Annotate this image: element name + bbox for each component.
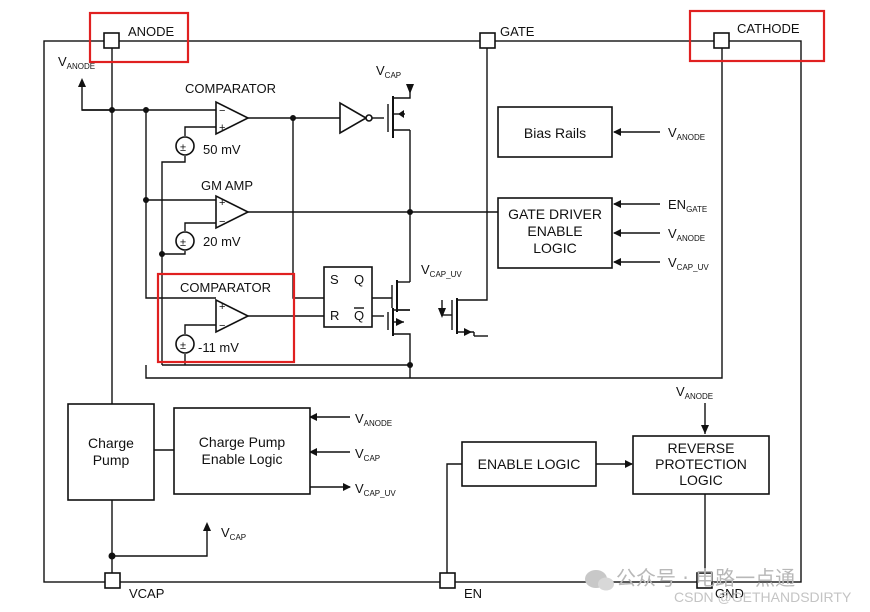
offset-20mv: 20 mV — [203, 234, 241, 249]
comparator-1-label: COMPARATOR — [185, 81, 276, 96]
cathode-highlight — [688, 9, 826, 63]
en-pin — [439, 572, 456, 589]
vcap-label-cp: VCAP — [355, 446, 380, 463]
vcap-pin-label: VCAP — [129, 586, 164, 601]
vcap-uv-label-cp: VCAP_UV — [355, 481, 396, 498]
offset-50mv: 50 mV — [203, 142, 241, 157]
nmos-mid-icon — [391, 280, 410, 312]
vanode-label-bias: VANODE — [668, 125, 705, 142]
pmos-top-icon — [387, 96, 411, 138]
anode-pin — [103, 32, 120, 49]
junction-dots — [108, 107, 413, 560]
source-50mv-icon — [175, 136, 195, 156]
vcap-label-bottom: VCAP — [221, 525, 246, 542]
svg-text:−: − — [219, 216, 225, 228]
vcap-pin — [104, 572, 121, 589]
enable-logic-block — [461, 441, 597, 487]
vcap-uv-label-gate: VCAP_UV — [668, 255, 709, 272]
offset-11mv: -11 mV — [198, 340, 239, 355]
charge-pump-line1: Charge — [88, 435, 134, 451]
cathode-pin — [713, 32, 730, 49]
anode-pin-label: ANODE — [128, 24, 175, 39]
arrowheads — [78, 78, 709, 531]
latch-q: Q — [354, 272, 364, 287]
gnd-pin — [696, 572, 713, 589]
gnd-pin-label: GND — [715, 586, 744, 601]
gate-driver-line1: GATE DRIVER — [508, 206, 602, 222]
vcap-label-top: VCAP — [376, 63, 401, 80]
source-11mv-symbol: ± — [180, 340, 186, 352]
latch-qbar: Q — [354, 308, 364, 323]
gm-amp-label: GM AMP — [201, 178, 253, 193]
gm-amp: + − — [215, 194, 250, 230]
svg-text:−: − — [219, 320, 225, 332]
en-gate-label: ENGATE — [668, 197, 707, 214]
inverter-icon — [339, 101, 373, 135]
gate-driver-block — [497, 197, 613, 269]
cathode-pin-label: CATHODE — [737, 21, 800, 36]
gate-driver-line3: LOGIC — [533, 240, 577, 256]
reverse-protection-line1: REVERSE — [668, 440, 735, 456]
svg-text:+: + — [219, 122, 225, 134]
comparator-2-label: COMPARATOR — [180, 280, 271, 295]
vanode-label-cp: VANODE — [355, 411, 392, 428]
watermark-csdn: CSDN @GETHANDSDIRTY — [674, 589, 852, 605]
bias-rails-label: Bias Rails — [524, 125, 586, 141]
comparator-2-highlight — [156, 272, 296, 364]
svg-text:+: + — [219, 301, 225, 313]
sr-latch — [323, 266, 373, 328]
nmos-right-icon — [441, 298, 474, 336]
vanode-label-gate: VANODE — [668, 226, 705, 243]
gate-driver-line2: ENABLE — [527, 223, 582, 239]
reverse-protection-block — [632, 435, 770, 495]
anode-highlight — [88, 11, 190, 64]
source-50mv-symbol: ± — [180, 142, 186, 154]
charge-pump-logic-line1: Charge Pump — [199, 434, 286, 450]
latch-s: S — [330, 272, 339, 287]
svg-text:−: − — [219, 105, 225, 117]
en-pin-label: EN — [464, 586, 482, 601]
gate-pin — [479, 32, 496, 49]
charge-pump-line2: Pump — [93, 452, 130, 468]
charge-pump-block — [67, 403, 155, 501]
vcap-uv-label-mid: VCAP_UV — [421, 262, 462, 279]
charge-pump-logic-block — [173, 407, 311, 495]
enable-logic-label: ENABLE LOGIC — [478, 456, 581, 472]
wires — [81, 48, 723, 573]
vanode-label-rp: VANODE — [676, 384, 713, 401]
svg-text:+: + — [219, 197, 225, 209]
watermark-wechat: 公众号 · 电路一点通 — [616, 566, 795, 590]
reverse-protection-line2: PROTECTION — [655, 456, 747, 472]
source-20mv-symbol: ± — [180, 237, 186, 249]
wechat-logo-icon — [585, 570, 614, 591]
vanode-label-top: VANODE — [58, 54, 95, 71]
source-11mv-icon — [175, 334, 195, 354]
bias-rails-block — [497, 106, 613, 158]
comparator-1: − + — [215, 100, 250, 136]
gate-pin-label: GATE — [500, 24, 535, 39]
source-20mv-icon — [175, 231, 195, 251]
charge-pump-logic-line2: Enable Logic — [202, 451, 283, 467]
reverse-protection-line3: LOGIC — [679, 472, 723, 488]
nmos-low-icon — [387, 308, 411, 336]
chip-boundary — [43, 40, 802, 583]
latch-r: R — [330, 308, 339, 323]
comparator-2: + − — [215, 298, 250, 334]
